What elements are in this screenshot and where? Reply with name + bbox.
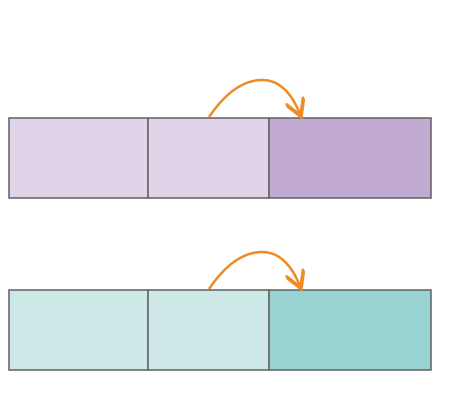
purple-row-arrow xyxy=(207,78,300,117)
teal-row-arrow xyxy=(207,250,300,289)
teal-cell-2 xyxy=(147,289,270,371)
purple-row xyxy=(8,78,432,199)
teal-row xyxy=(8,250,432,371)
purple-cell-1 xyxy=(8,117,149,199)
purple-cell-3 xyxy=(268,117,432,199)
purple-cell-2 xyxy=(147,117,270,199)
teal-cell-3 xyxy=(268,289,432,371)
teal-cell-1 xyxy=(8,289,149,371)
